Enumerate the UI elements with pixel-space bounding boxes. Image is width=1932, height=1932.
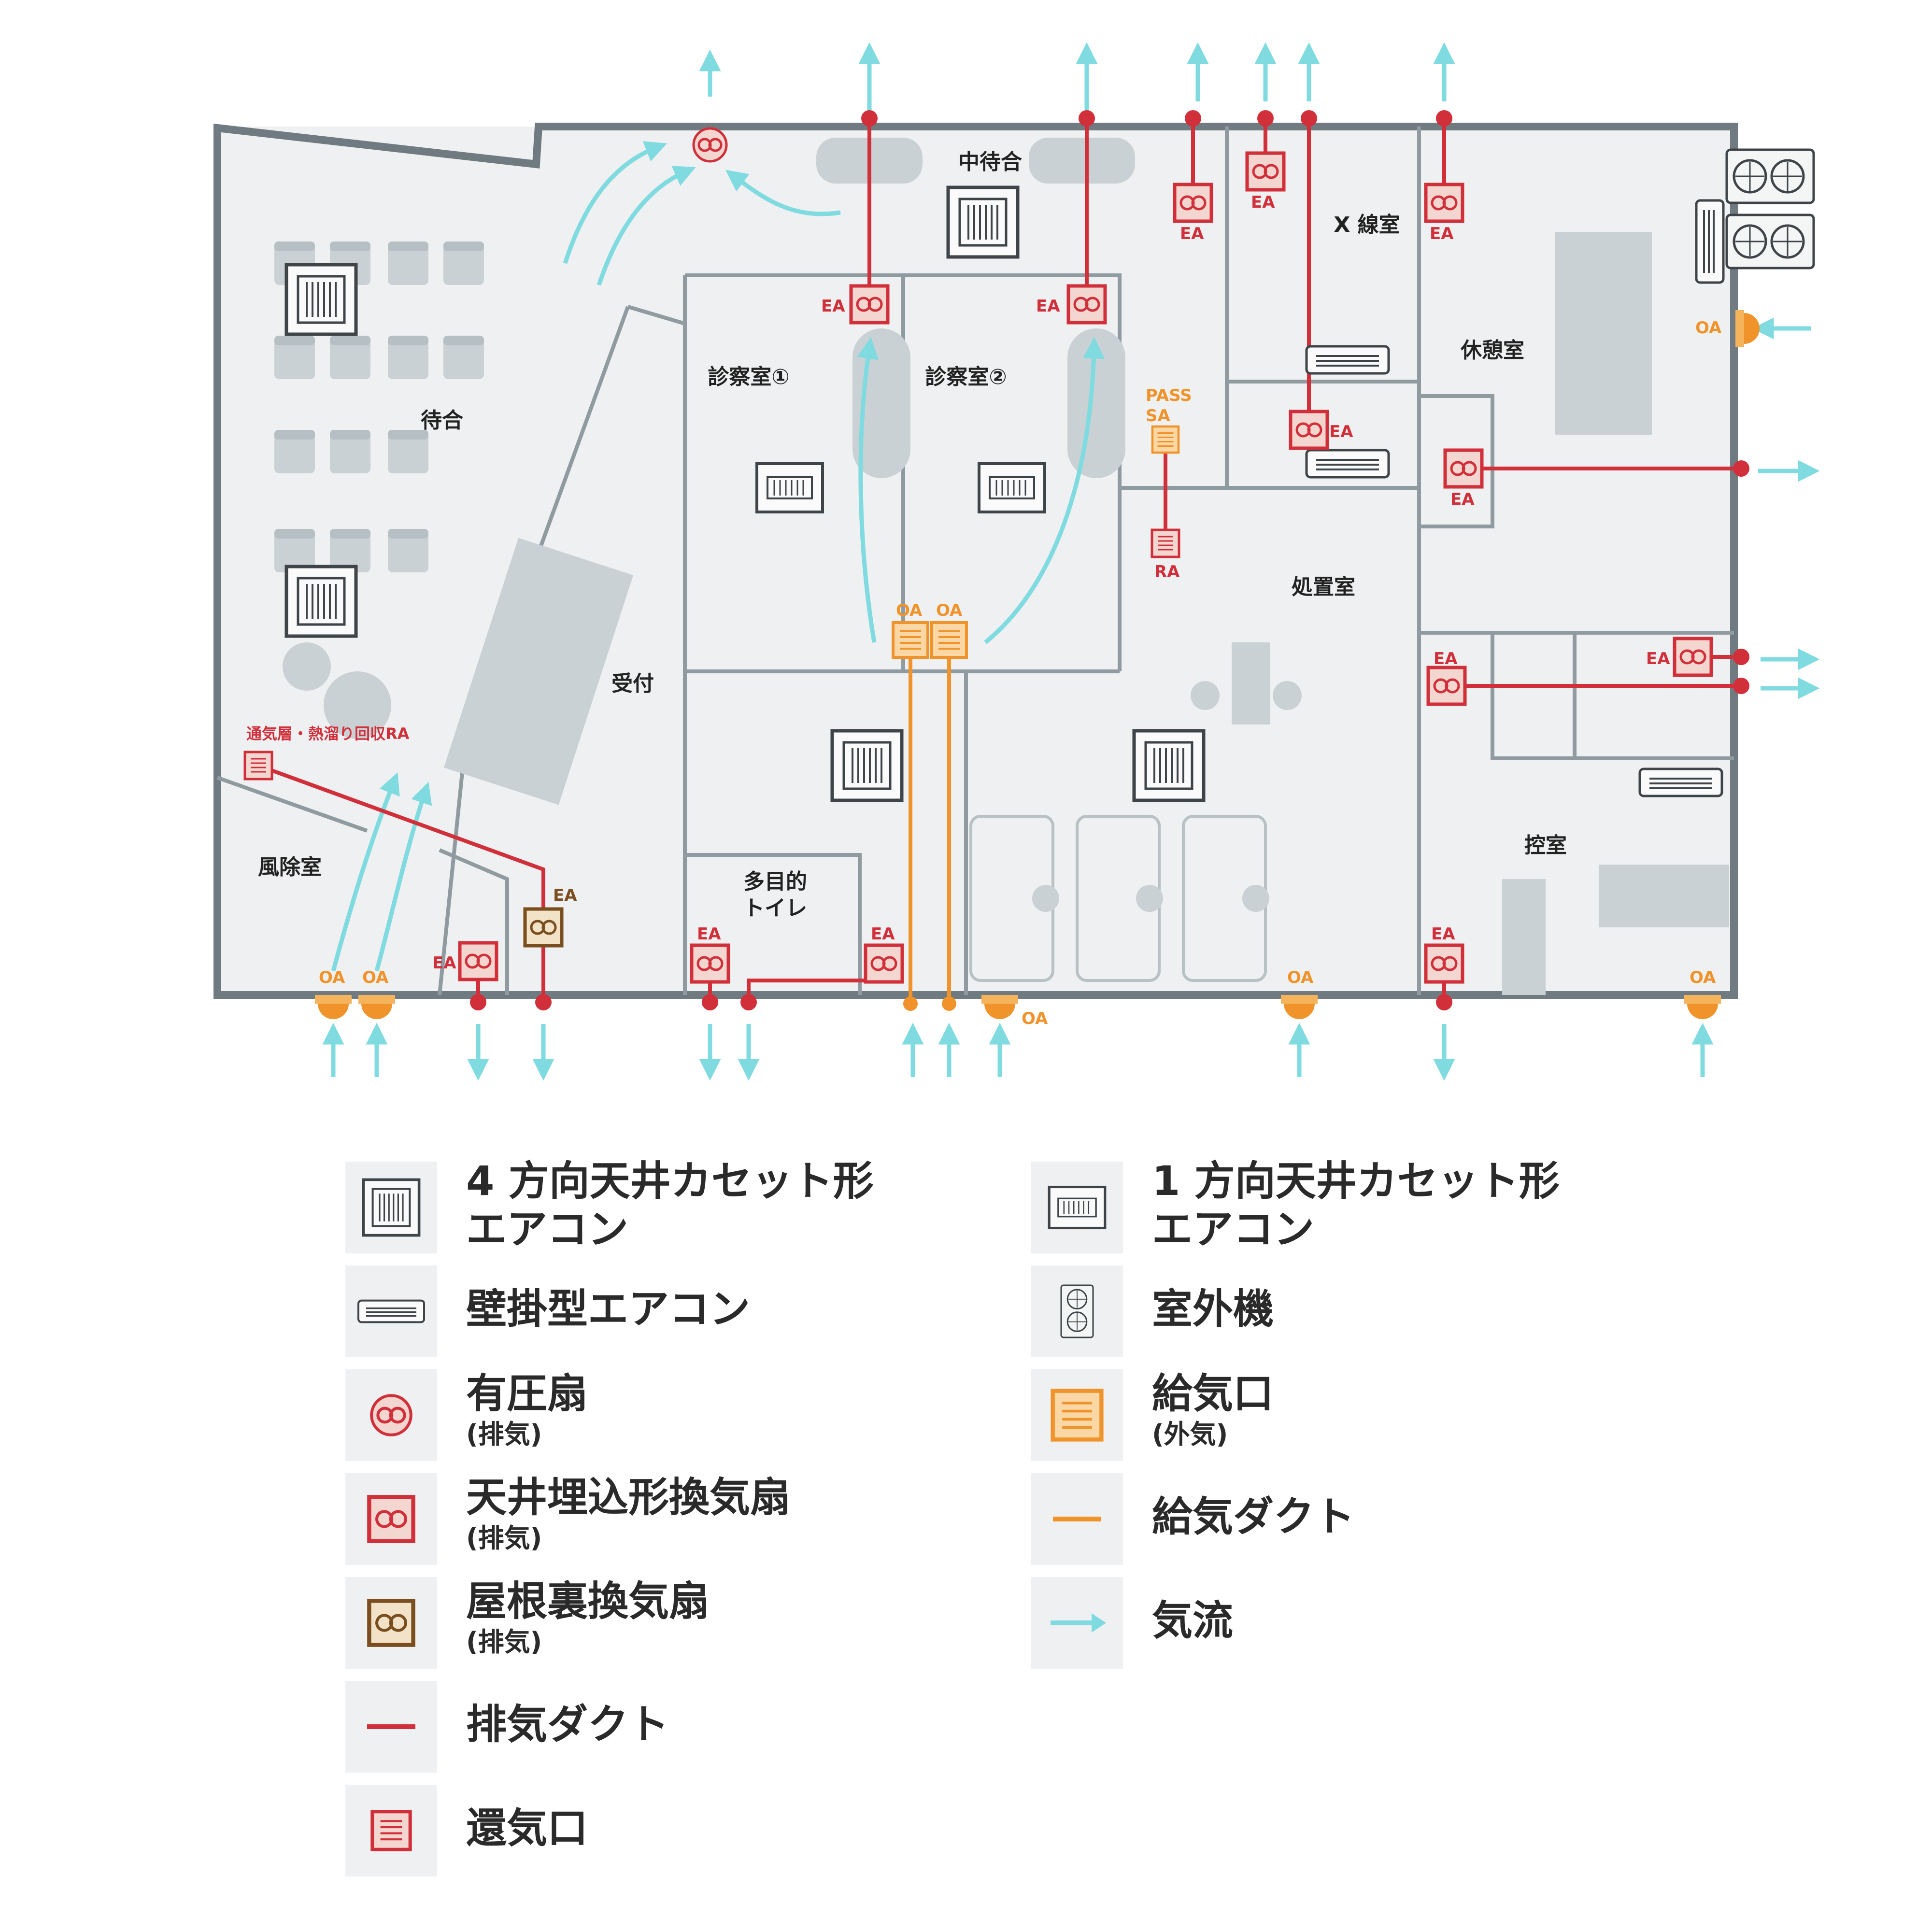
legend-ceiling-fan-label: 天井埋込形換気扇	[466, 1474, 791, 1521]
svg-text:EA: EA	[1646, 649, 1670, 668]
room-label-waiting: 待合	[421, 408, 463, 433]
legend-return-port-label: 還気口	[466, 1804, 588, 1852]
room-label-windbreak: 風除室	[258, 855, 322, 880]
svg-text:SA: SA	[1146, 406, 1170, 426]
room-label-inner-waiting: 中待合	[958, 150, 1022, 174]
svg-text:EA: EA	[1180, 224, 1204, 243]
legend-attic-fan-sub: (排気)	[466, 1627, 542, 1657]
svg-text:OA: OA	[896, 601, 923, 620]
svg-text:EA: EA	[697, 924, 721, 944]
supply-ducts	[909, 657, 951, 1002]
attic-ea-tag: EA	[553, 886, 577, 905]
svg-text:EA: EA	[1430, 224, 1454, 243]
legend-cassette1-label: 1 方向天井カセット形エアコン	[1152, 1157, 1560, 1253]
outer-wall	[213, 123, 1738, 999]
legend-ceiling-fan-sub: (排気)	[466, 1523, 542, 1553]
legend-outdoor-swatch	[1031, 1265, 1123, 1357]
supply-port-icon	[1053, 1391, 1102, 1440]
airflow-arrow-icon	[1051, 1613, 1106, 1633]
legend-exhaust-duct-label: 排気ダクト	[466, 1701, 669, 1748]
room-label-reception: 受付	[611, 671, 654, 696]
legend-pressure-fan-swatch	[345, 1369, 437, 1461]
svg-text:EA: EA	[1251, 193, 1275, 212]
legend-wallac-label: 壁掛型エアコン	[466, 1285, 751, 1333]
room-label-xray: X 線室	[1334, 213, 1400, 237]
svg-text:OA: OA	[1690, 968, 1716, 987]
svg-text:OA: OA	[1287, 968, 1314, 987]
pressure-fan-icon	[371, 1395, 411, 1435]
room-label-exam2: 診察室②	[925, 365, 1007, 389]
legend-supply-port-label: 給気口	[1152, 1370, 1274, 1417]
svg-text:OA: OA	[936, 601, 963, 620]
outdoor-unit-icon	[1060, 1284, 1094, 1338]
svg-text:OA: OA	[1695, 318, 1722, 338]
svg-text:OA: OA	[1022, 1009, 1048, 1028]
wall-ac-icon	[358, 1301, 424, 1322]
ceiling-fan-icon	[369, 1497, 413, 1541]
legend-exhaust-duct-swatch	[345, 1681, 437, 1773]
legend-return-port-swatch	[345, 1785, 437, 1876]
legend-cassette1-swatch	[1031, 1162, 1123, 1253]
legend-airflow-label: 気流	[1152, 1597, 1234, 1644]
svg-text:通気層・熱溜り回収RA: 通気層・熱溜り回収RA	[246, 724, 410, 743]
cassette4-icon	[363, 1179, 419, 1235]
room-label-exam1: 診察室①	[708, 365, 789, 389]
svg-text:EA: EA	[1434, 649, 1458, 668]
legend-pressure-fan-sub: (排気)	[466, 1419, 542, 1449]
oa-tags: OA OA OA OA OA OA OA OA PASS SA	[319, 318, 1722, 1028]
legend-attic-fan-label: 屋根裏換気扇	[466, 1577, 710, 1625]
cassette1-icon	[1049, 1187, 1105, 1228]
room-label-toilet-2: トイレ	[743, 896, 807, 921]
legend-supply-duct-label: 給気ダクト	[1152, 1493, 1355, 1540]
svg-text:EA: EA	[1431, 924, 1455, 944]
svg-text:EA: EA	[871, 924, 895, 944]
attic-fan	[525, 909, 562, 946]
legend-cassette4-swatch	[345, 1162, 437, 1253]
legend-supply-port-swatch	[1031, 1369, 1123, 1461]
return-port-icon	[372, 1812, 410, 1849]
ea-tags: EA EA EA EA EA EA EA EA EA EA EA EA EA R…	[246, 193, 1670, 973]
svg-text:PASS: PASS	[1146, 386, 1192, 405]
building-floor	[217, 127, 1734, 995]
attic-fan-icon	[369, 1601, 413, 1645]
pressure-fan	[694, 128, 726, 161]
legend-airflow-swatch	[1031, 1577, 1123, 1669]
legend-supply-duct-swatch	[1031, 1473, 1123, 1565]
airflow-arrows	[322, 42, 1820, 1081]
room-label-staff: 控室	[1524, 833, 1567, 858]
exhaust-ducts	[257, 118, 1741, 1002]
legend-cassette4-label: 4 方向天井カセット形エアコン	[466, 1157, 874, 1253]
svg-text:EA: EA	[1450, 490, 1475, 509]
legend-attic-fan-swatch	[345, 1577, 437, 1669]
svg-text:RA: RA	[1154, 562, 1180, 582]
svg-text:EA: EA	[432, 953, 456, 973]
interior-walls	[216, 127, 1734, 995]
svg-text:EA: EA	[1036, 297, 1060, 316]
exhaust-duct-ends	[470, 110, 1749, 1010]
room-label-toilet: 多目的	[743, 869, 807, 894]
legend-wallac-swatch	[345, 1265, 437, 1357]
outdoor-units	[1727, 150, 1814, 268]
legend-outdoor-label: 室外機	[1152, 1285, 1274, 1333]
svg-text:EA: EA	[1329, 422, 1353, 441]
svg-text:EA: EA	[821, 297, 845, 316]
legend-ceiling-fan-swatch	[345, 1473, 437, 1565]
svg-text:OA: OA	[362, 968, 389, 987]
room-label-rest: 休憩室	[1460, 338, 1524, 363]
room-label-treatment: 処置室	[1292, 575, 1355, 599]
legend-pressure-fan-label: 有圧扇	[466, 1370, 588, 1417]
svg-text:OA: OA	[319, 968, 345, 987]
legend-supply-port-sub: (外気)	[1152, 1419, 1228, 1449]
